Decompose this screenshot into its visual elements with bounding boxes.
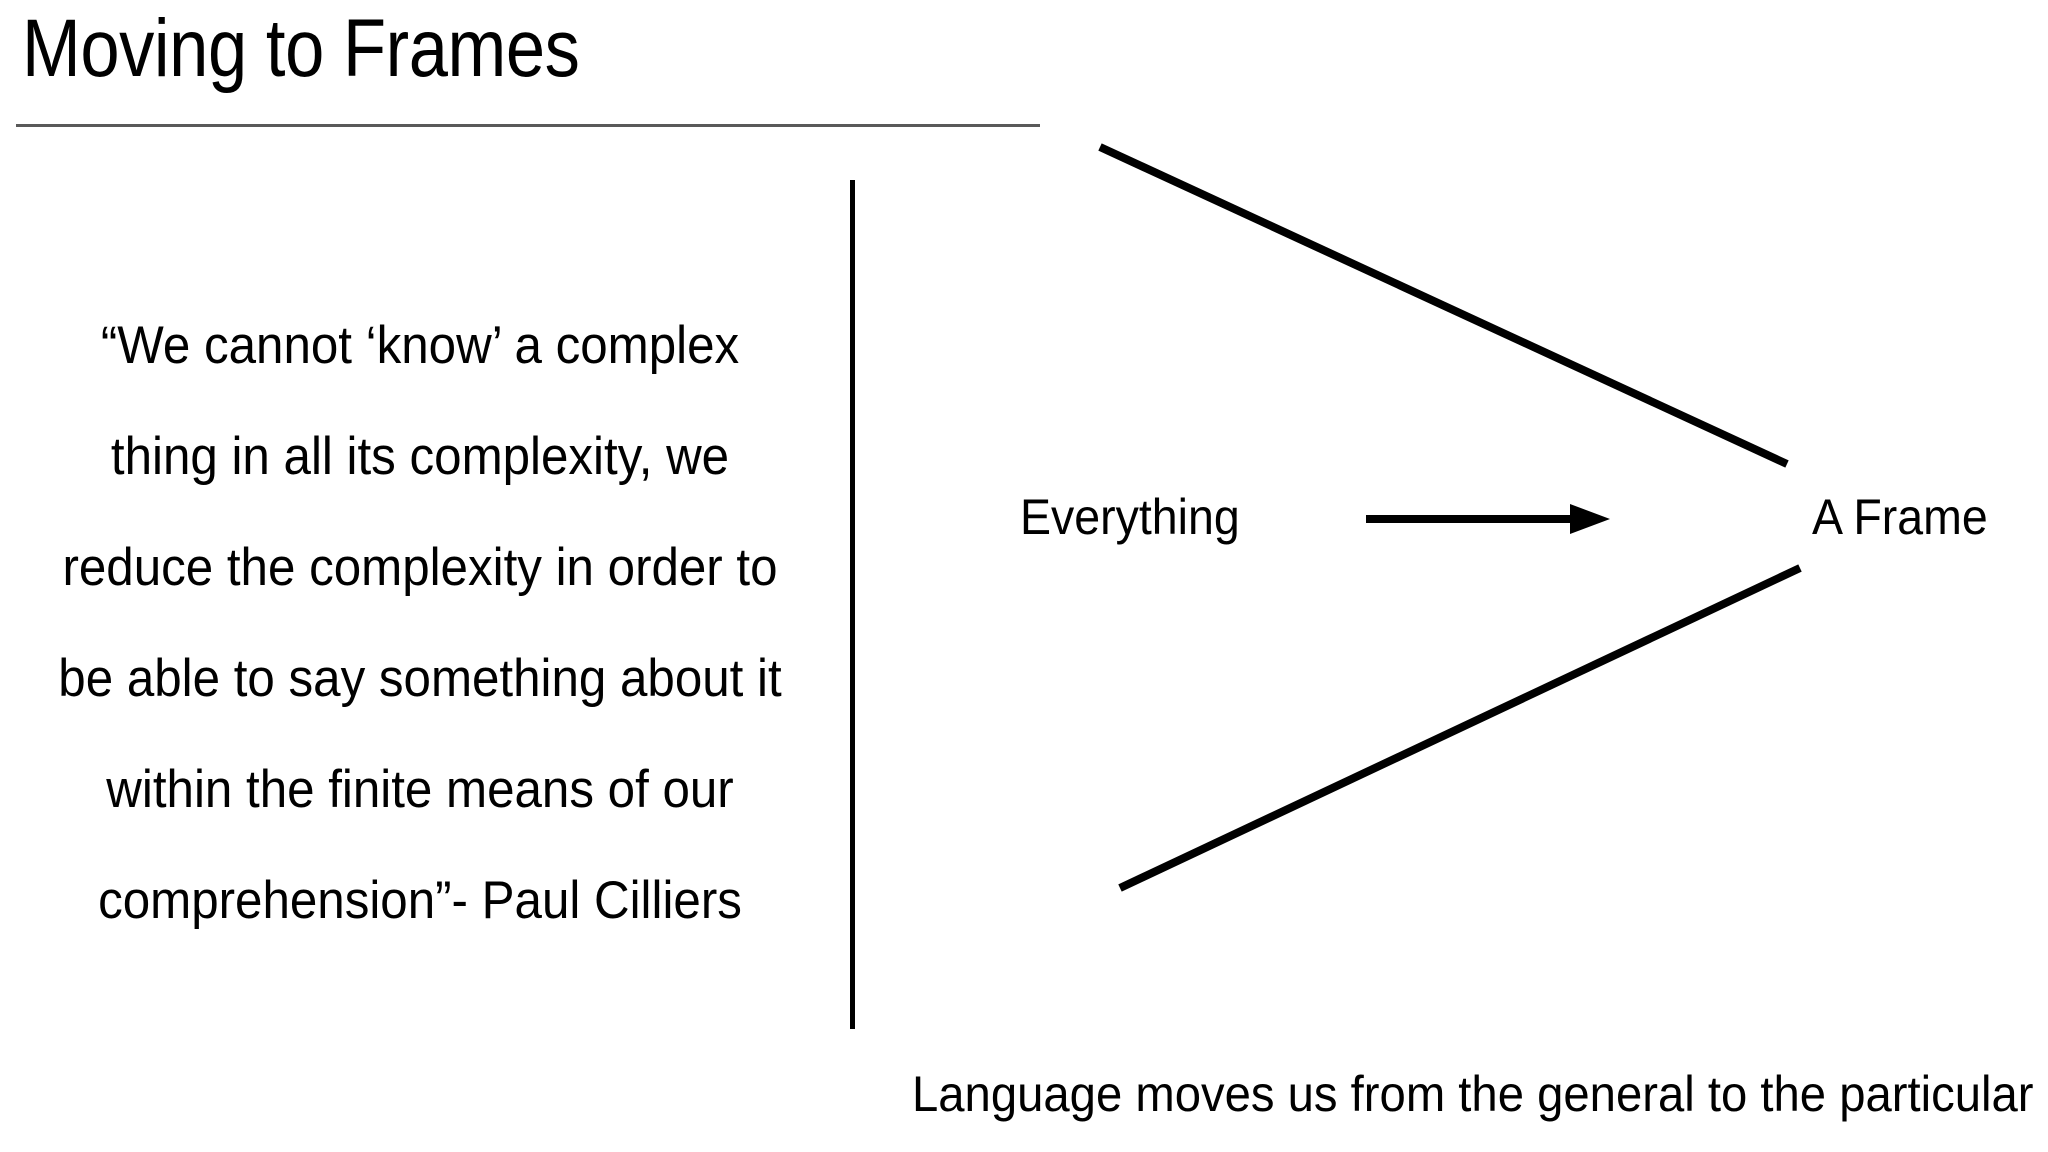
quote-block: “We cannot ‘know’ a complex thing in all… xyxy=(10,290,830,956)
quote-line: be able to say something about it xyxy=(58,649,782,708)
slide-caption: Language moves us from the general to th… xyxy=(912,1066,2034,1122)
quote-line: comprehension”- Paul Cilliers xyxy=(98,871,742,930)
quote-line: reduce the complexity in order to xyxy=(62,538,778,597)
diagram-label-everything: Everything xyxy=(1020,489,1240,545)
vertical-divider-line xyxy=(850,180,855,1029)
funnel-lower-line xyxy=(1118,564,1802,892)
funnel-upper-line xyxy=(1098,143,1789,468)
page-title: Moving to Frames xyxy=(22,3,580,94)
quote-line: within the finite means of our xyxy=(106,760,734,819)
diagram-label-a-frame: A Frame xyxy=(1812,489,1988,545)
title-divider-rule xyxy=(16,124,1040,127)
quote-line: “We cannot ‘know’ a complex xyxy=(100,316,740,375)
flow-arrow-head xyxy=(1570,504,1610,534)
quote-line: thing in all its complexity, we xyxy=(110,427,730,486)
